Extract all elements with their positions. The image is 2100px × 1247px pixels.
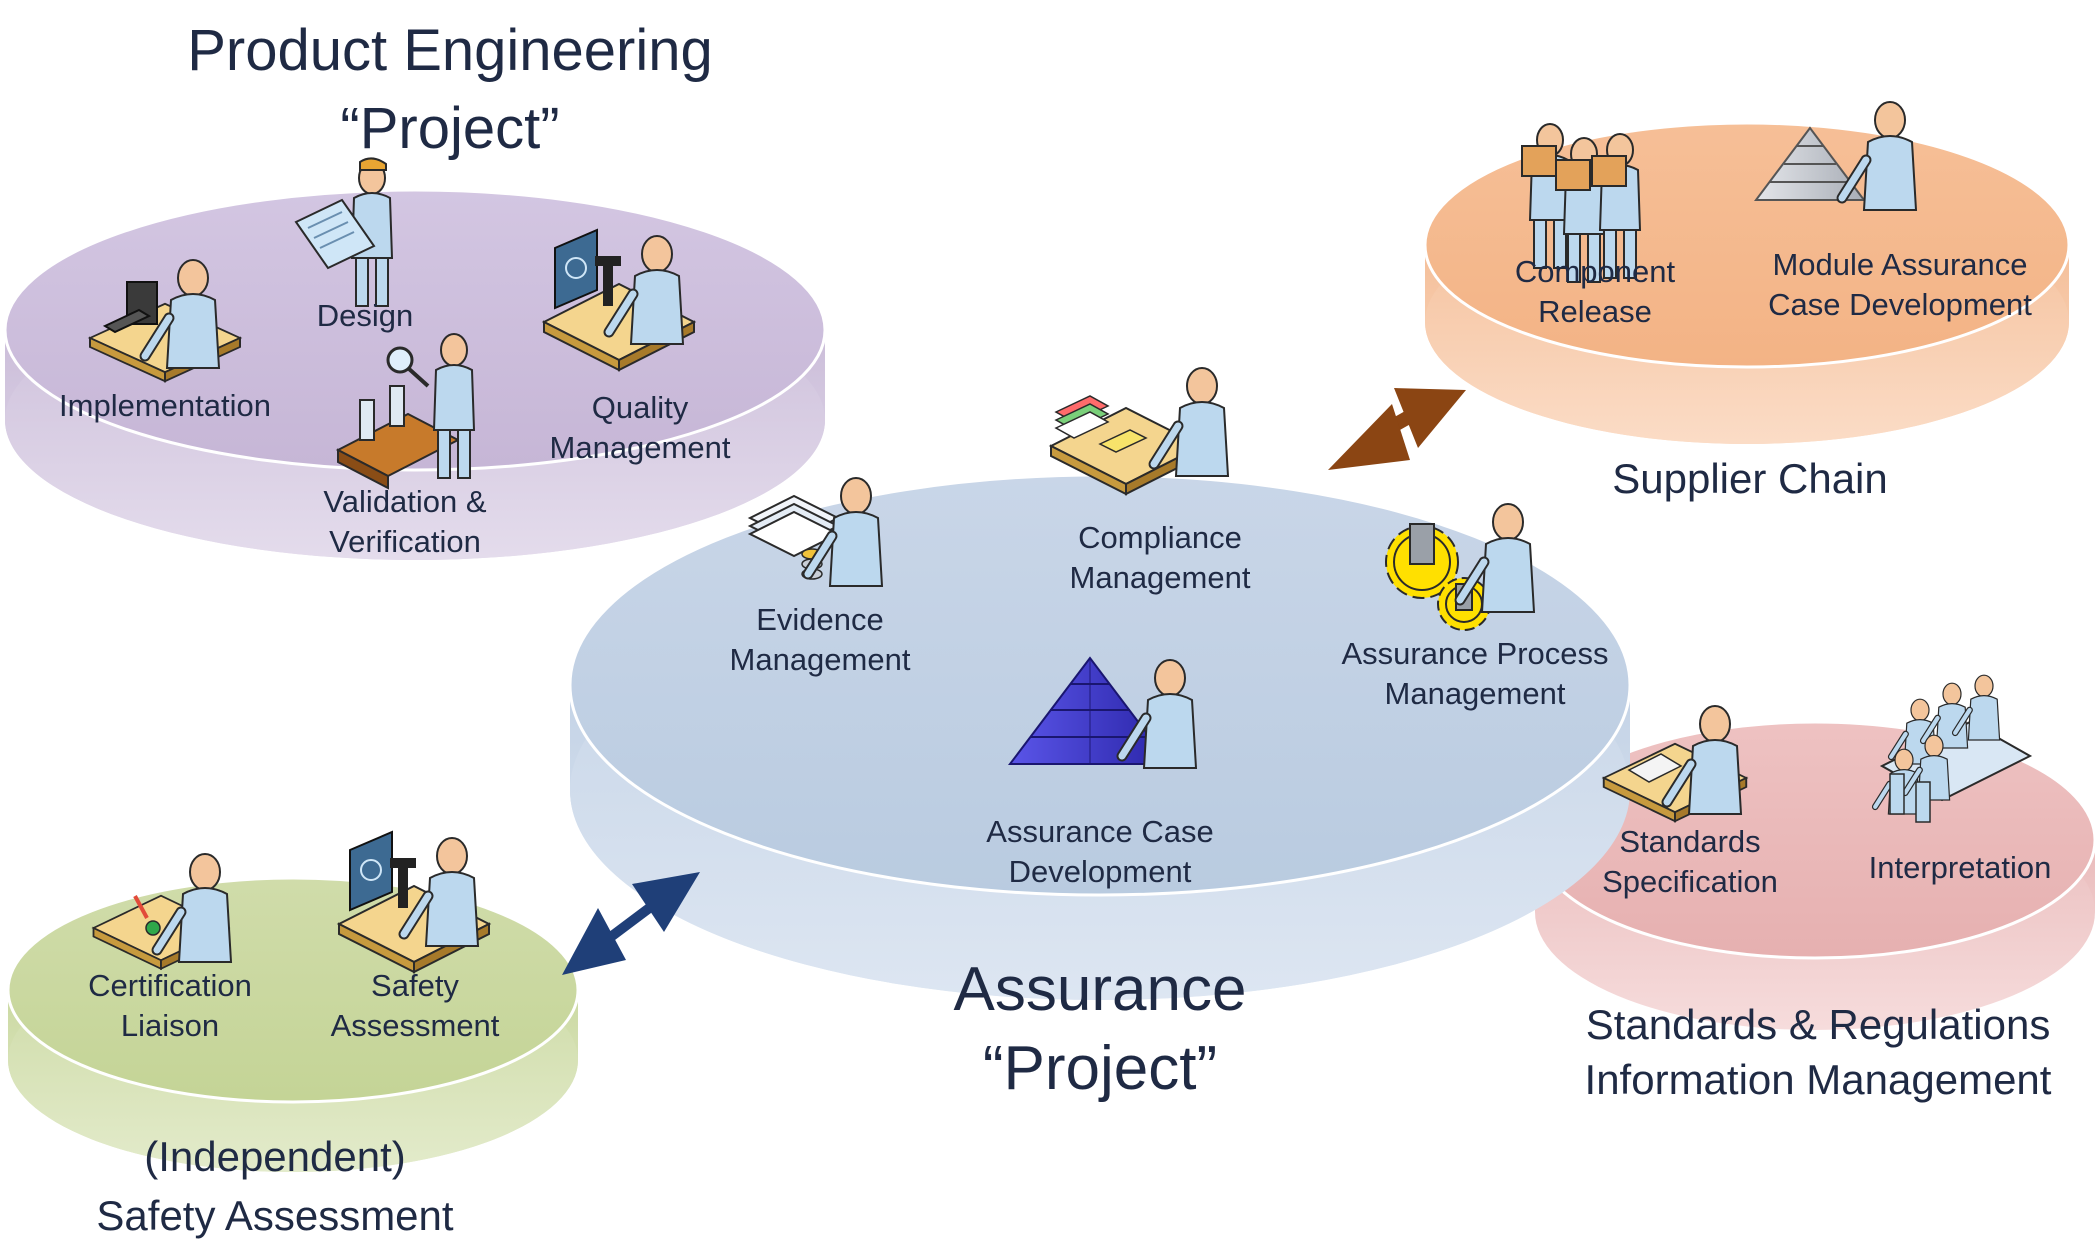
validation-verification-icon <box>335 333 475 490</box>
process-label-line1: Assurance Process <box>1341 636 1609 671</box>
compliance-management-label: Compliance Management <box>1045 518 1275 599</box>
module-label-line2: Case Development <box>1768 287 2032 323</box>
module-assurance-case-icon <box>1754 102 1916 210</box>
implementation-label: Implementation <box>59 388 271 423</box>
quality-management-label: Quality Management <box>525 388 755 469</box>
safety-link-arrow <box>562 872 700 975</box>
component-label-line1: Component <box>1514 254 1676 289</box>
safety-title-line2: Safety Assessment <box>96 1191 454 1239</box>
safety-title-line1: (Independent) <box>144 1133 406 1180</box>
case-label-line2: Development <box>1008 854 1192 890</box>
spec-label-line1: Standards <box>1619 824 1761 859</box>
supplier-link-arrow <box>1328 388 1466 470</box>
spec-label-line2: Specification <box>1602 864 1778 900</box>
evidence-label-line1: Evidence <box>756 602 884 637</box>
certification-liaison-label: Certification Liaison <box>60 966 280 1047</box>
compliance-label-line2: Management <box>1069 560 1251 596</box>
evidence-label-line2: Management <box>729 642 911 678</box>
safety-assessment-label: Safety Assessment <box>310 966 520 1047</box>
assurance-case-development-label: Assurance Case Development <box>960 812 1240 893</box>
standards-specification-icon <box>1602 706 1748 823</box>
component-release-icon <box>1521 123 1641 283</box>
process-label-line2: Management <box>1384 676 1566 712</box>
assurance-title-line2: “Project” <box>982 1034 1218 1104</box>
standards-title-line1: Standards & Regulations <box>1585 1001 2051 1048</box>
design-label: Design <box>316 298 414 333</box>
evidence-management-label: Evidence Management <box>705 600 935 681</box>
safety-assessment-icon <box>338 830 490 973</box>
module-assurance-case-label: Module Assurance Case Development <box>1740 245 2060 326</box>
quality-label-line2: Management <box>549 430 731 466</box>
component-release-label: Component Release <box>1480 252 1710 333</box>
assurance-process-management-label: Assurance Process Management <box>1325 634 1625 715</box>
safety-assessment-title: (Independent) Safety Assessment <box>60 1128 490 1246</box>
evidence-management-icon <box>747 478 882 586</box>
design-icon <box>294 157 393 307</box>
interpretation-icon <box>1875 675 2033 823</box>
assurance-title: Assurance “Project” <box>900 950 1300 1109</box>
validation-verification-label: Validation & Verification <box>290 482 520 563</box>
safety-label-line1: Safety <box>371 968 459 1003</box>
assurance-title-line1: Assurance <box>953 955 1247 1024</box>
interpretation-label: Interpretation <box>1868 850 2052 885</box>
standards-specification-label: Standards Specification <box>1570 822 1810 903</box>
implementation-icon <box>89 260 241 383</box>
cert-label-line2: Liaison <box>120 1008 220 1044</box>
product-engineering-title-line2: “Project” <box>340 96 560 162</box>
supplier-chain-title: Supplier Chain <box>1612 455 1888 502</box>
product-engineering-title-line1: Product Engineering <box>187 18 713 83</box>
product-engineering-title: Product Engineering “Project” <box>170 12 730 169</box>
validation-label-line1: Validation & <box>323 484 487 519</box>
compliance-label-line1: Compliance <box>1078 520 1242 555</box>
case-label-line1: Assurance Case <box>986 814 1214 849</box>
compliance-management-icon <box>1050 368 1228 495</box>
cert-label-line1: Certification <box>88 968 252 1003</box>
assurance-process-management-icon <box>1385 504 1534 631</box>
validation-label-line2: Verification <box>329 524 481 560</box>
module-label-line1: Module Assurance <box>1772 247 2028 282</box>
standards-title-line2: Information Management <box>1584 1055 2052 1103</box>
certification-liaison-icon <box>92 854 232 970</box>
assurance-case-development-icon <box>1007 658 1196 768</box>
component-label-line2: Release <box>1538 294 1652 330</box>
quality-management-icon <box>543 228 695 371</box>
standards-title: Standards & Regulations Information Mana… <box>1548 998 2088 1107</box>
safety-label-line2: Assessment <box>330 1008 500 1044</box>
quality-label-line1: Quality <box>591 390 689 425</box>
